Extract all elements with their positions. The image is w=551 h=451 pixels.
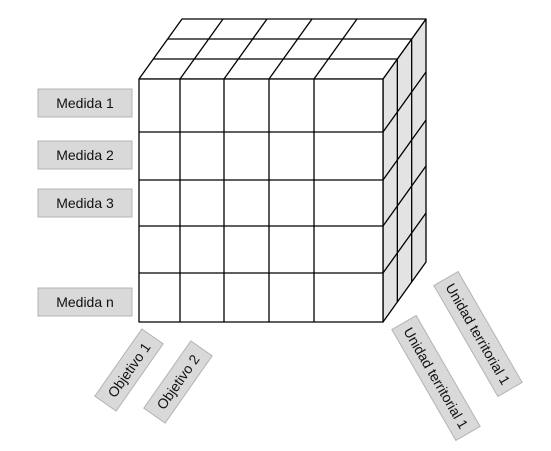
cube-side-gridline — [382, 71, 427, 133]
measure-label-text: Medida 2 — [56, 147, 114, 163]
measure-label-box — [37, 287, 133, 317]
territorial-label-box — [391, 314, 481, 442]
cube-side-gridline — [382, 212, 427, 274]
measure-label-text: Medida 1 — [56, 95, 114, 111]
cube-top-face — [138, 18, 427, 80]
data-cube — [138, 18, 427, 323]
measure-label-text: Medida n — [56, 294, 114, 310]
measure-label-box — [37, 188, 133, 218]
cube-top-gridline — [313, 18, 358, 80]
objective-label-box — [143, 340, 213, 424]
objective-labels: Objetivo 1 Objetivo 2 — [94, 328, 213, 424]
cube-top-gridline — [223, 18, 268, 80]
territorial-label-text: Unidad territorial 1 — [442, 280, 513, 387]
objective-label-box — [94, 328, 164, 412]
measure-label-n: Medida n — [37, 287, 133, 317]
measure-label-3: Medida 3 — [37, 188, 133, 218]
measure-label-1: Medida 1 — [37, 88, 133, 118]
territorial-labels: Unidad territorial 1 Unidad territorial … — [391, 270, 523, 442]
cube-side-gridline — [382, 119, 427, 181]
territorial-label-text: Unidad territorial 1 — [400, 324, 471, 431]
measure-label-2: Medida 2 — [37, 140, 133, 170]
measure-label-text: Medida 3 — [56, 195, 114, 211]
cube-top-gridline — [179, 18, 224, 80]
measure-label-box — [37, 88, 133, 118]
cube-front-face — [138, 78, 384, 323]
cube-side-gridline — [382, 165, 427, 227]
measure-labels: Medida 1 Medida 2 Medida 3 Medida n — [37, 88, 133, 317]
measure-label-box — [37, 140, 133, 170]
cube-top-gridline — [268, 18, 313, 80]
territorial-label-box — [433, 270, 523, 398]
